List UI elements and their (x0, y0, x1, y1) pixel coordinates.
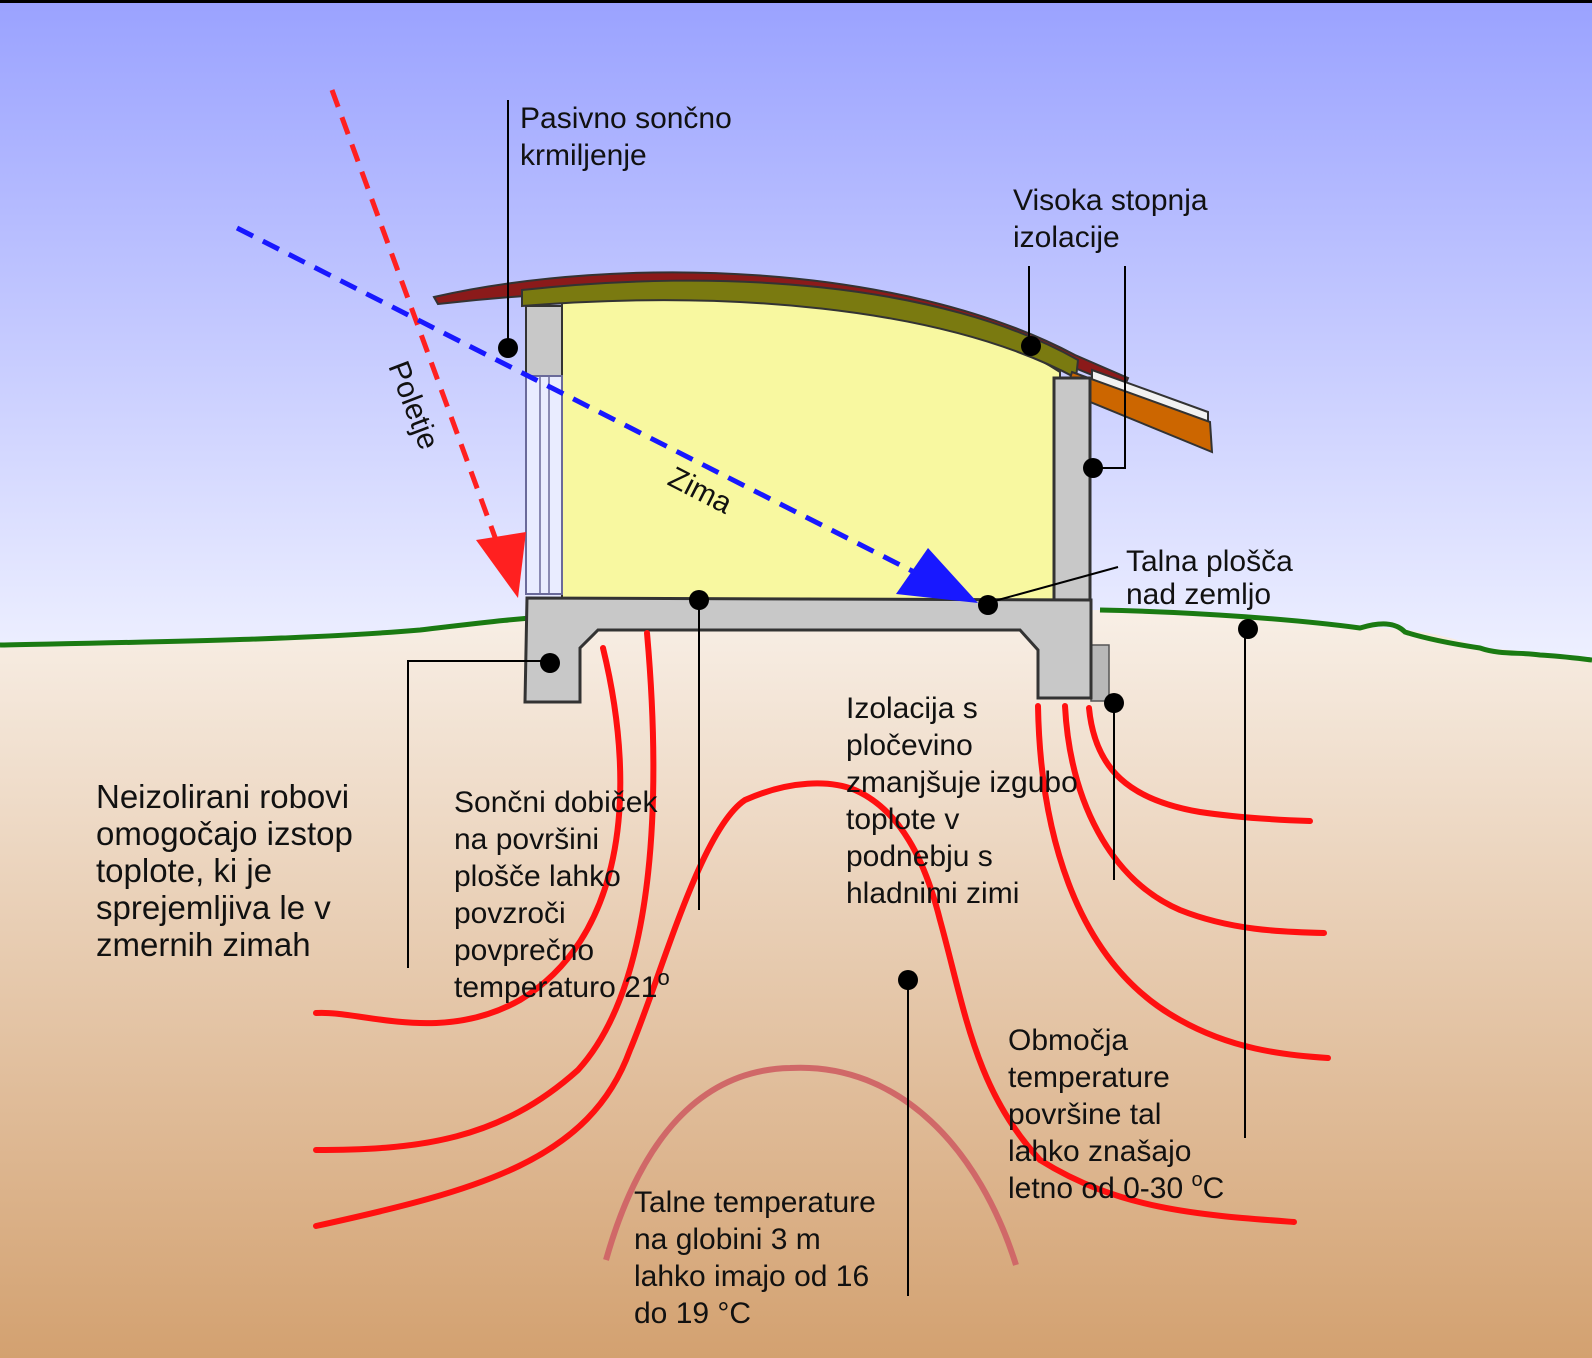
winter-sun-ray (235, 225, 978, 603)
heat-line (1062, 703, 1327, 936)
summer-sun-ray (329, 89, 526, 598)
heat-line (1086, 705, 1313, 824)
callout-dot (898, 970, 918, 990)
edges-label: Neizolirani robovi omogočajo izstop topl… (96, 778, 362, 963)
heat-line (313, 630, 657, 1153)
callout-dot (689, 590, 709, 610)
insulation-panel (1090, 644, 1110, 702)
deep-temps-label: Talne temperature na globini 3 m lahko i… (634, 1186, 884, 1330)
house-interior (561, 295, 1061, 601)
right-wall (1052, 376, 1092, 602)
callout-dot (540, 653, 560, 673)
leader-line (986, 566, 1119, 604)
window-glazing (525, 375, 563, 595)
winter-arrowhead (896, 548, 978, 603)
leader-line (407, 660, 550, 968)
callout-dot (1104, 693, 1124, 713)
leader-lines (407, 100, 1246, 1296)
shading-label: Pasivno sončno krmiljenje (520, 102, 740, 172)
sheet-insulation-label: Izolacija s pločevino zmanjšuje izgubo t… (846, 692, 1086, 910)
floor-slab (523, 596, 1093, 704)
heat-lines (313, 630, 1331, 1266)
heat-line (1035, 703, 1331, 1061)
heat-line (313, 645, 624, 1027)
callout-dot (1238, 619, 1258, 639)
slab-label: Talna plošča nad zemljo (1126, 545, 1301, 611)
ground (0, 610, 1592, 1358)
left-wall-header (525, 305, 563, 377)
deep-heat-line (603, 1064, 1019, 1266)
callout-dot (498, 338, 518, 358)
insulation-label: Visoka stopnja izolacije (1013, 184, 1216, 254)
callout-dot (978, 595, 998, 615)
grass-line (0, 607, 1592, 663)
callout-dot (1083, 458, 1103, 478)
summer-arrowhead (476, 532, 526, 598)
roof-olive-layer (521, 279, 1080, 380)
solar-gain-label: Sončni dobiček na površini plošče lahko … (454, 786, 670, 1004)
surface-zones-label: Območja temperature površine tal lahko z… (1008, 1024, 1224, 1205)
heat-line (313, 780, 1297, 1229)
callout-dot (1021, 336, 1041, 356)
callout-dots (498, 336, 1258, 990)
